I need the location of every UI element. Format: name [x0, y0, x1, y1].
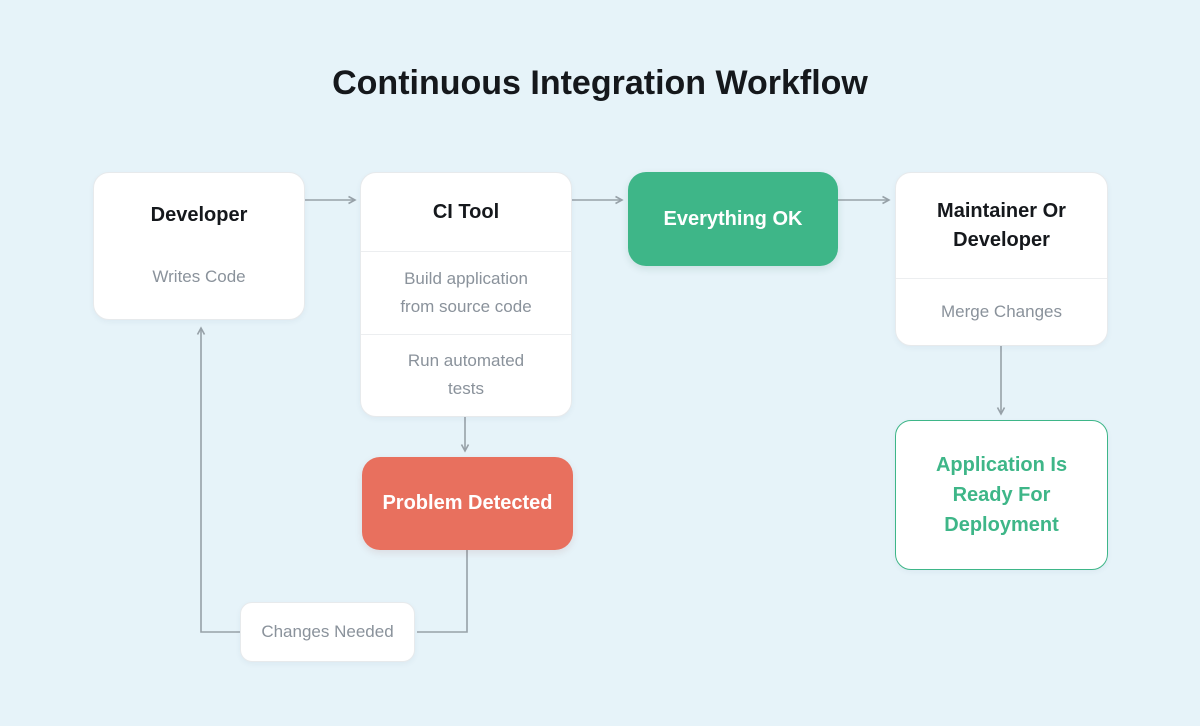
ci-tool-step-test: Run automated tests — [361, 333, 571, 417]
maintainer-subtitle: Merge Changes — [941, 302, 1062, 321]
node-changes-needed: Changes Needed — [240, 602, 415, 662]
edge-changes-needed-to-developer — [196, 326, 240, 633]
node-app-ready: Application Is Ready For Deployment — [895, 420, 1108, 570]
ci-tool-title-section: CI Tool — [361, 173, 571, 251]
node-developer: Developer Writes Code — [93, 172, 305, 320]
ci-tool-step-build-label: Build application from source code — [400, 268, 532, 316]
page-title: Continuous Integration Workflow — [332, 64, 868, 102]
node-everything-ok: Everything OK — [628, 172, 838, 266]
ci-tool-title: CI Tool — [432, 200, 500, 223]
node-ci-tool: CI Tool Build application from source co… — [360, 172, 572, 417]
problem-detected-label: Problem Detected — [382, 492, 553, 514]
app-ready-label: Application Is Ready For Deployment — [935, 454, 1068, 536]
changes-needed-label: Changes Needed — [261, 622, 394, 641]
developer-title: Developer — [150, 204, 248, 226]
everything-ok-label: Everything OK — [663, 207, 803, 230]
node-problem-detected: Problem Detected — [362, 457, 573, 550]
edge-problem-detected-to-changes-needed — [417, 550, 468, 633]
ci-tool-step-build: Build application from source code — [361, 251, 571, 334]
node-maintainer: Maintainer Or Developer Merge Changes — [895, 172, 1108, 346]
maintainer-title: Maintainer Or Developer — [937, 199, 1066, 251]
maintainer-title-section: Maintainer Or Developer — [896, 173, 1107, 278]
maintainer-subtitle-section: Merge Changes — [896, 278, 1107, 345]
ci-tool-step-test-label: Run automated tests — [407, 351, 525, 399]
developer-subtitle: Writes Code — [152, 267, 246, 286]
